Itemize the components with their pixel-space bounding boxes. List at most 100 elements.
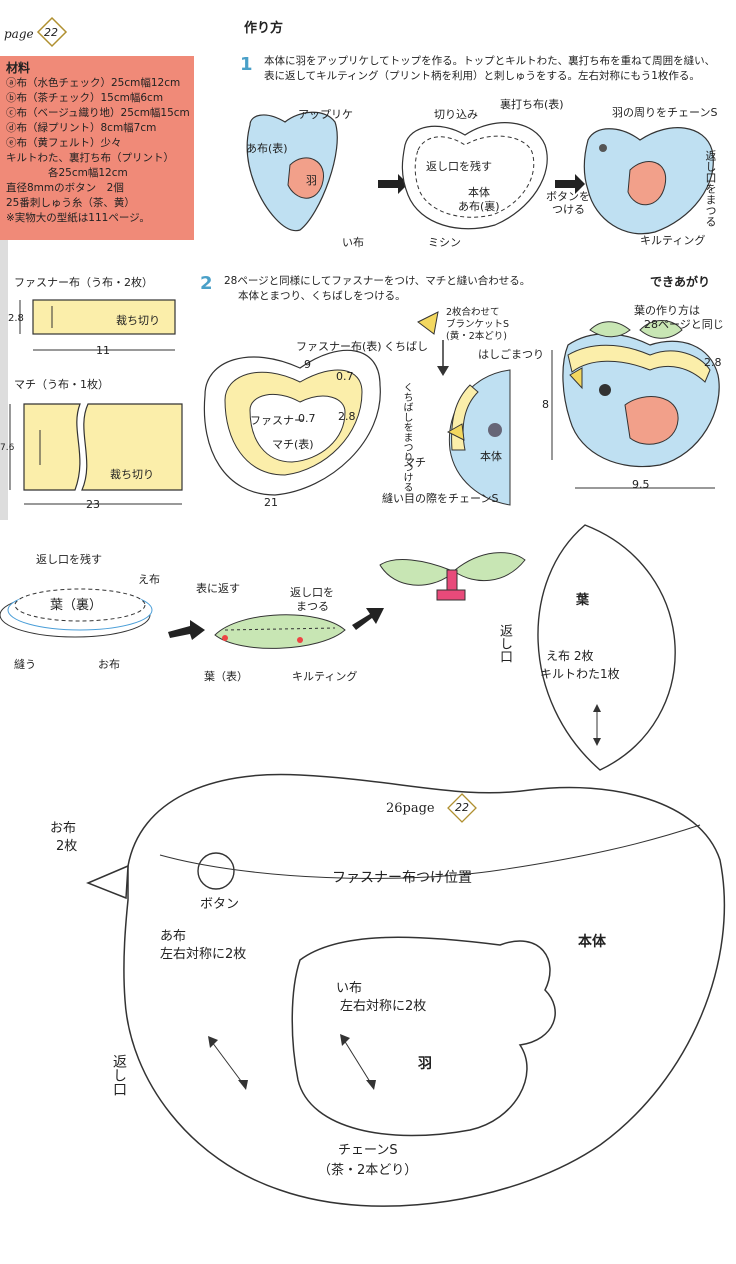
leaf-e-fabric: え布 <box>138 573 160 586</box>
label-edge-stitch: はしごまつり <box>478 348 544 361</box>
materials-line: ⓓ布（緑プリント）8cm幅7cm <box>6 122 157 134</box>
step-2-line: 本体とまつり、くちばしをつける。 <box>238 290 406 302</box>
label-dim-21: 21 <box>264 496 278 509</box>
label-attach-beak: くちばしをまつりつける <box>401 382 412 492</box>
label-dim-9: 9 <box>304 358 311 371</box>
leaf-pattern-note-1: え布 2枚 <box>546 649 594 663</box>
label-quilting: キルティング <box>640 234 706 247</box>
leaf-close-1: 返し口を <box>290 586 334 599</box>
materials-line: 25番刺しゅう糸（茶、黄） <box>6 197 135 209</box>
materials-line: 直径8mmのボタン 2個 <box>6 182 124 194</box>
bird-o-note-2: 2枚 <box>56 839 78 854</box>
leaf-pattern-opening: 返し口 <box>497 624 512 663</box>
finished-width: 9.5 <box>632 478 650 491</box>
page-label: page <box>4 27 34 41</box>
gusset-piece-width: 23 <box>86 498 100 511</box>
label-machi: マチ <box>404 456 426 469</box>
step-1-line: 表に返してキルティング（プリント柄を利用）と刺しゅうをする。左右対称にもう1枚作… <box>264 70 700 82</box>
gusset-piece-cut: 裁ち切り <box>110 468 154 481</box>
materials-line: ⓔ布（黄フェルト）少々 <box>6 137 122 149</box>
materials-line: ⓑ布（茶チェック）15cm幅6cm <box>6 92 164 104</box>
step-1-line: 本体に羽をアップリケしてトップを作る。トップとキルトわた、裏打ち布を重ねて周囲を… <box>264 55 716 67</box>
finished-title: できあがり <box>650 275 711 289</box>
materials-line: 各25cm幅12cm <box>6 167 128 179</box>
label-honntai: 本体 <box>480 450 502 463</box>
label-applique: アップリケ <box>298 108 353 121</box>
bird-i-note-1: い布 <box>336 981 363 996</box>
beak-note-3: (黄・2本どり) <box>446 331 507 342</box>
materials-title: 材料 <box>6 61 31 75</box>
zipper-piece-width: 11 <box>96 344 110 357</box>
bird-opening: 返し口 <box>111 1054 127 1096</box>
finished-leaf-note-2: 28ページと同じ <box>644 318 724 331</box>
label-gusset-front: マチ(表) <box>272 438 314 451</box>
leaf-pattern-note-2: キルトわた1枚 <box>540 667 620 681</box>
leaf-leave-opening: 返し口を残す <box>36 553 102 566</box>
leaf-close-2: まつる <box>296 600 329 613</box>
materials-line: ※実物大の型紙は111ページ。 <box>6 212 150 224</box>
leaf-pattern-title: 葉 <box>576 593 590 608</box>
beak-note-2: ブランケットS <box>446 319 510 330</box>
bird-o-note-1: お布 <box>50 821 77 836</box>
label-button-2: つける <box>552 203 585 216</box>
label-seam-chain: 縫い目の際をチェーンS <box>382 492 499 505</box>
bird-chain-2: （茶・2本どり） <box>318 1163 418 1178</box>
step-2-text: 28ページと同様にしてファスナーをつけ、マチと縫い合わせる。 本体とまつり、くち… <box>224 274 530 304</box>
label-machine: ミシン <box>428 236 461 249</box>
page-number: 22 <box>44 26 58 39</box>
leaf-turn-out: 表に返す <box>196 582 240 595</box>
materials-box: 材料 ⓐ布（水色チェック）25cm幅12cm ⓑ布（茶チェック）15cm幅6cm… <box>0 56 194 240</box>
bird-zipper-line: ファスナー布つけ位置 <box>332 870 472 886</box>
label-chain-wing: 羽の周りをチェーンS <box>612 106 718 119</box>
label-i-fabric: い布 <box>342 236 364 249</box>
label-backing: 裏打ち布(表) <box>500 98 564 111</box>
zipper-piece-height: 2.8 <box>8 313 24 324</box>
label-body-back: あ布(裏) <box>458 200 500 213</box>
label-button-1: ボタンを <box>546 190 590 203</box>
bird-a-note-2: 左右対称に2枚 <box>160 947 247 962</box>
label-dim-28: 2.8 <box>338 410 356 423</box>
materials-line: ⓒ布（ベージュ織り地）25cm幅15cm <box>6 107 190 119</box>
step-1-text: 本体に羽をアップリケしてトップを作る。トップとキルトわた、裏打ち布を重ねて周囲を… <box>264 54 715 84</box>
zipper-piece-cut: 裁ち切り <box>116 314 160 327</box>
label-a-front: あ布(表) <box>246 142 288 155</box>
leaf-o-fabric: お布 <box>98 658 120 671</box>
label-dim-07b: 0.7 <box>298 412 316 425</box>
label-zipper: ファスナー <box>250 414 305 427</box>
bird-wing: 羽 <box>418 1056 432 1072</box>
bird-i-note-2: 左右対称に2枚 <box>340 999 427 1014</box>
label-wing: 羽 <box>306 174 317 187</box>
label-leave-opening: 返し口を残す <box>426 160 492 173</box>
step-2-line: 28ページと同様にしてファスナーをつけ、マチと縫い合わせる。 <box>224 275 531 287</box>
beak-note-1: 2枚合わせて <box>446 307 500 318</box>
finished-leaf-note-1: 葉の作り方は <box>634 304 700 317</box>
section-title: 作り方 <box>244 21 284 36</box>
leaf-sew: 縫う <box>14 658 36 671</box>
finished-top: 2.8 <box>704 356 722 369</box>
bird-page-ref: 26page <box>386 801 435 816</box>
label-beak: くちばし <box>384 340 428 353</box>
bird-button: ボタン <box>200 897 240 912</box>
page-num-diamond <box>36 16 68 48</box>
bird-page-num: 22 <box>455 801 469 814</box>
label-dim-07a: 0.7 <box>336 370 354 383</box>
step-2-number: 2 <box>200 273 213 294</box>
materials-line: ⓐ布（水色チェック）25cm幅12cm <box>6 77 181 89</box>
label-close-opening: 返し口をまつる <box>704 150 717 227</box>
leaf-front: 葉（表） <box>204 670 248 683</box>
leaf-back: 葉（裏） <box>50 598 103 613</box>
step-1-number: 1 <box>240 54 253 75</box>
leaf-quilting: キルティング <box>292 670 358 683</box>
materials-line: キルトわた、裏打ち布（プリント） <box>6 152 174 164</box>
bird-a-note-1: あ布 <box>160 929 187 944</box>
label-kirikomi: 切り込み <box>434 108 478 121</box>
zipper-piece-title: ファスナー布（う布・2枚） <box>14 276 153 289</box>
gusset-piece-title: マチ（う布・1枚） <box>14 378 109 391</box>
label-zipper-fabric: ファスナー布(表) <box>296 340 382 353</box>
bird-chain-1: チェーンS <box>338 1143 398 1158</box>
label-body: 本体 <box>468 186 490 199</box>
finished-height: 8 <box>542 398 549 411</box>
gusset-piece-height: 7.6 <box>0 443 15 453</box>
bird-body: 本体 <box>578 934 606 950</box>
